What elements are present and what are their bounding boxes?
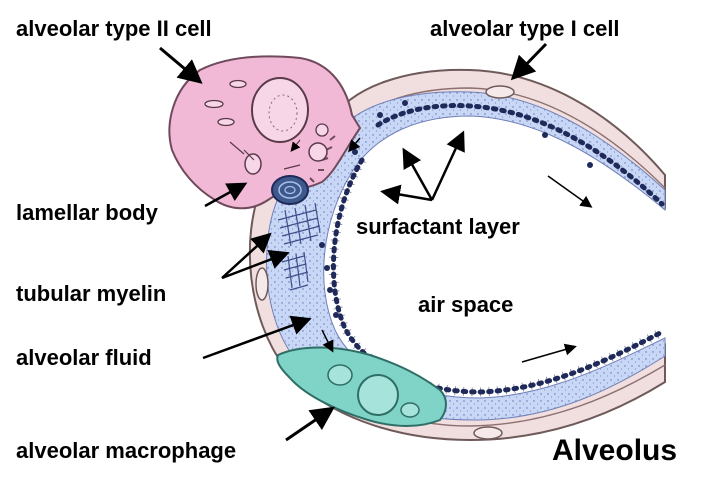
type-i-cell-nucleus-lower bbox=[473, 426, 503, 440]
macrophage-nucleus bbox=[357, 374, 399, 416]
label-alveolar-type-ii-cell: alveolar type II cell bbox=[16, 16, 212, 41]
surfactant-layer bbox=[375, 103, 665, 207]
label-pointers bbox=[159, 42, 548, 442]
label-alveolar-fluid: alveolar fluid bbox=[16, 345, 152, 370]
label-lamellar-body: lamellar body bbox=[16, 200, 158, 225]
label-tubular-myelin: tubular myelin bbox=[16, 281, 167, 306]
label-alveolar-type-i-cell: alveolar type I cell bbox=[430, 16, 620, 41]
type-ii-microvilli bbox=[287, 135, 336, 193]
diagram-title: Alveolus bbox=[552, 434, 678, 467]
wall-cell-nucleus bbox=[255, 267, 269, 301]
surfactant-layer-lower bbox=[330, 157, 665, 395]
label-alveolar-macrophage: alveolar macrophage bbox=[16, 438, 237, 463]
mitochondrion bbox=[204, 99, 224, 109]
label-surfactant-layer: surfactant layer bbox=[356, 214, 520, 239]
type-ii-nucleus bbox=[251, 77, 309, 143]
fluid-vesicles bbox=[319, 100, 593, 318]
label-air-space: air space bbox=[418, 292, 514, 317]
lamellar-body bbox=[271, 175, 309, 205]
flow-arrows bbox=[321, 137, 593, 363]
type-i-cell-nucleus bbox=[485, 85, 515, 99]
lamellar-body-small bbox=[244, 153, 262, 175]
